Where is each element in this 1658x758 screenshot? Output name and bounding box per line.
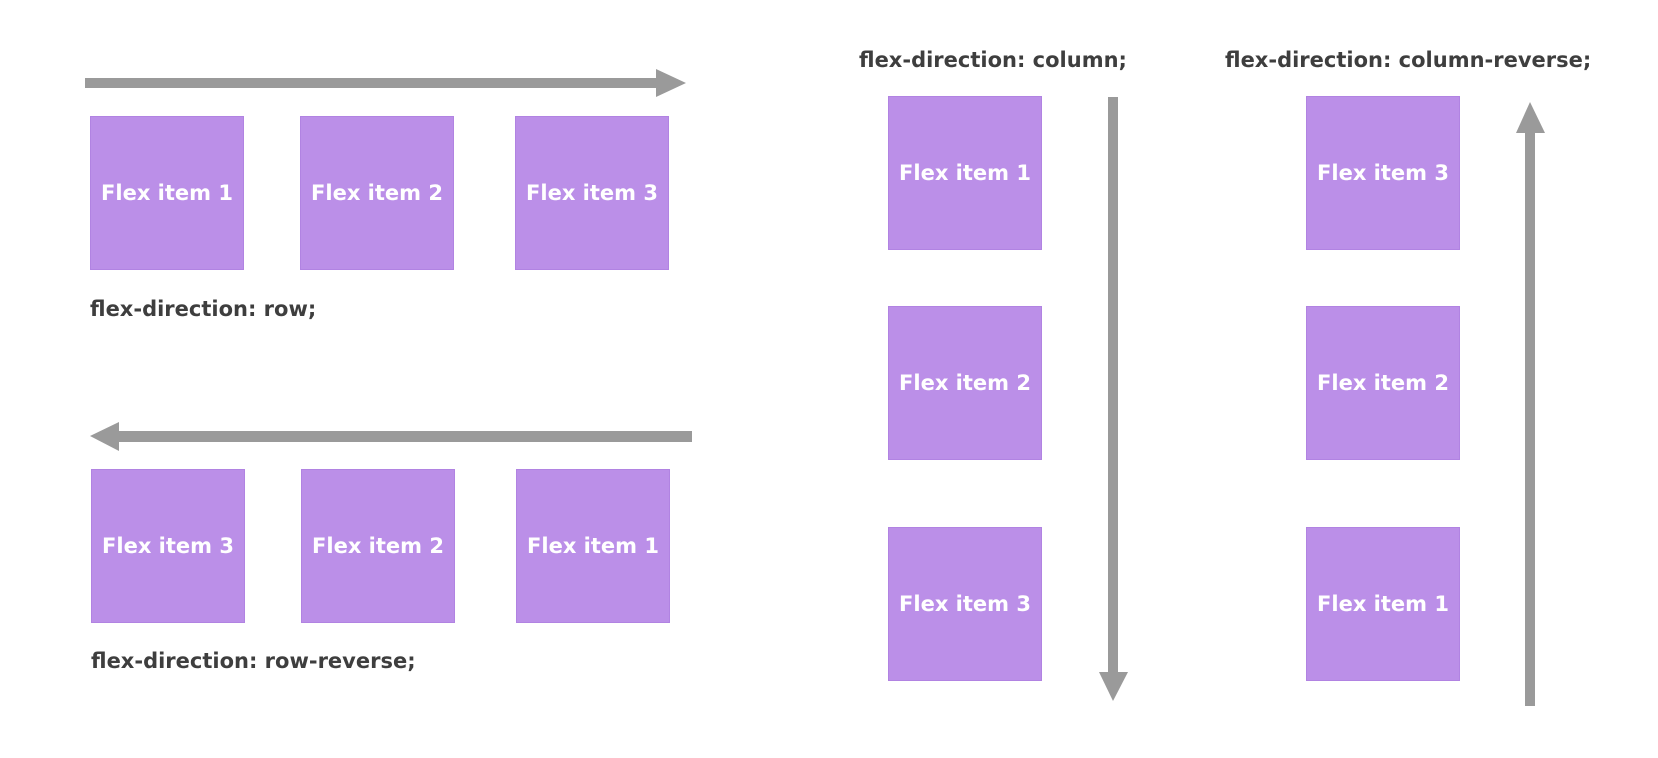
arrow-right-icon xyxy=(85,69,686,97)
column-flex-item: Flex item 3 xyxy=(888,527,1042,681)
arrow-left-icon xyxy=(90,422,692,451)
column-reverse-flex-item: Flex item 2 xyxy=(1306,306,1460,460)
column-flex-item: Flex item 2 xyxy=(888,306,1042,460)
arrow-down-icon xyxy=(1099,97,1128,701)
row-flex-item: Flex item 1 xyxy=(90,116,244,270)
row-reverse-flex-item: Flex item 1 xyxy=(516,469,670,623)
column-flex-item: Flex item 1 xyxy=(888,96,1042,250)
row-reverse-label: flex-direction: row-reverse; xyxy=(91,649,416,673)
column-label: flex-direction: column; xyxy=(859,48,1127,72)
row-label: flex-direction: row; xyxy=(90,297,317,321)
row-reverse-flex-item: Flex item 3 xyxy=(91,469,245,623)
row-flex-item: Flex item 2 xyxy=(300,116,454,270)
row-flex-item: Flex item 3 xyxy=(515,116,669,270)
arrow-up-icon xyxy=(1516,102,1545,706)
column-reverse-label: flex-direction: column-reverse; xyxy=(1225,48,1592,72)
column-reverse-flex-item: Flex item 3 xyxy=(1306,96,1460,250)
column-reverse-flex-item: Flex item 1 xyxy=(1306,527,1460,681)
row-reverse-flex-item: Flex item 2 xyxy=(301,469,455,623)
